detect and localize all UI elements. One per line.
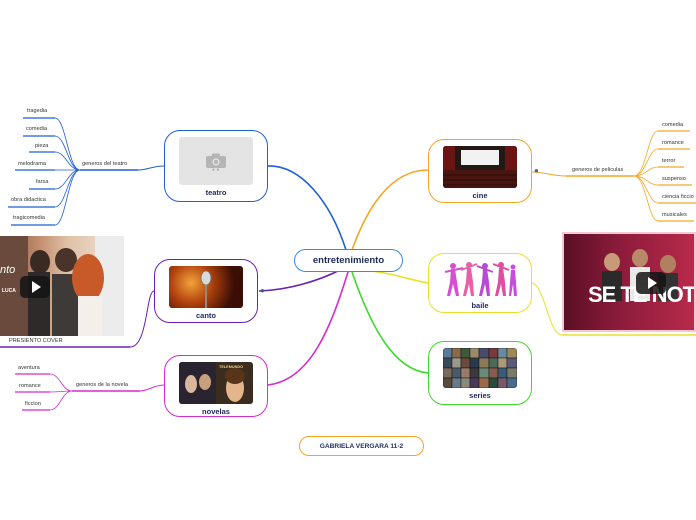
node-novelas[interactable]: TELEMUNDO novelas [164,355,268,417]
cinema-theater [443,146,517,188]
node-teatro-label: teatro [205,188,227,197]
central-topic[interactable]: entretenimiento [294,249,403,272]
novelas-genre-1[interactable]: romance [19,383,41,389]
cine-genre-1[interactable]: romance [662,140,684,146]
author-label: GABRIELA VERGARA 11-2 [319,442,404,450]
novelas-genre-2[interactable]: ficcion [25,401,41,407]
cine-genre-0[interactable]: comedia [662,122,684,128]
connector-canto-video [129,290,155,348]
video-frame-people [0,236,124,336]
node-cine-label: cine [472,191,488,200]
node-canto-label: canto [195,311,216,320]
node-novelas-label: novelas [202,407,230,416]
connector-novelas [267,271,349,386]
cine-genre-4[interactable]: ciencia ficcio [662,194,694,200]
series-posters-grid [443,348,517,388]
teatro-genre-3[interactable]: melodrama [18,161,46,167]
connector-cine [351,169,429,251]
canto-video-caption[interactable]: PRESIENTO COVER [9,338,63,344]
microphone-icon [200,270,212,308]
novelas-image: TELEMUNDO [179,362,253,404]
play-button[interactable] [636,272,666,294]
canto-image [169,266,243,308]
play-button[interactable] [20,276,50,298]
teatro-group-label[interactable]: generos del teatro [82,161,128,167]
connector-baile-video [530,282,563,336]
connector-cine-group [530,171,567,177]
teatro-genre-6[interactable]: tragicomedia [13,215,46,221]
novelas-collage [179,362,253,404]
node-teatro[interactable]: ● ● teatro [164,130,268,202]
connector-teatro [267,165,347,251]
novelas-thumb-text: TELEMUNDO [219,365,244,369]
central-topic-label: entretenimiento [312,255,385,266]
node-series-label: series [469,391,491,400]
node-series[interactable]: series [428,341,532,405]
connector-novelas-group [139,384,165,392]
teatro-genre-4[interactable]: farsa [36,179,49,185]
pagination-dots: ● ● [212,167,220,173]
dancers-silhouettes [444,262,517,296]
novelas-group-label[interactable]: generos de la novela [76,382,128,388]
novelas-genre-0[interactable]: aventura [18,365,40,371]
globe-icon[interactable]: ● [260,286,265,295]
author-label-box[interactable]: GABRIELA VERGARA 11-2 [299,436,424,456]
series-image [443,348,517,388]
connector-canto [258,269,341,292]
image-placeholder: ● ● [179,137,253,185]
node-canto[interactable]: canto [154,259,258,323]
canto-video[interactable]: nto LUCA [0,236,124,336]
connector-series [351,271,429,374]
cine-group-label[interactable]: generos de peliculas [572,167,624,173]
node-baile[interactable]: baile [428,253,532,313]
node-cine[interactable]: cine [428,139,532,203]
node-baile-label: baile [471,301,489,310]
video-title-fragment: nto [0,264,16,276]
teatro-genre-5[interactable]: obra didactica [11,197,46,203]
wordpress-icon[interactable]: ● [534,166,539,175]
baile-image [443,260,517,298]
cine-image [443,146,517,188]
teatro-genre-1[interactable]: comedia [26,126,48,132]
teatro-genre-2[interactable]: pieza [35,143,49,149]
cine-genre-2[interactable]: terror [662,158,676,164]
teatro-genre-0[interactable]: tragedia [27,108,48,114]
camera-icon [206,153,226,168]
cine-genre-5[interactable]: musicales [662,212,687,218]
connector-teatro-group [137,165,165,171]
baile-video[interactable]: SE TE NOT [562,232,696,332]
cine-genre-3[interactable]: suspenso [662,176,686,182]
video-subtitle-fragment: LUCA [2,288,16,294]
